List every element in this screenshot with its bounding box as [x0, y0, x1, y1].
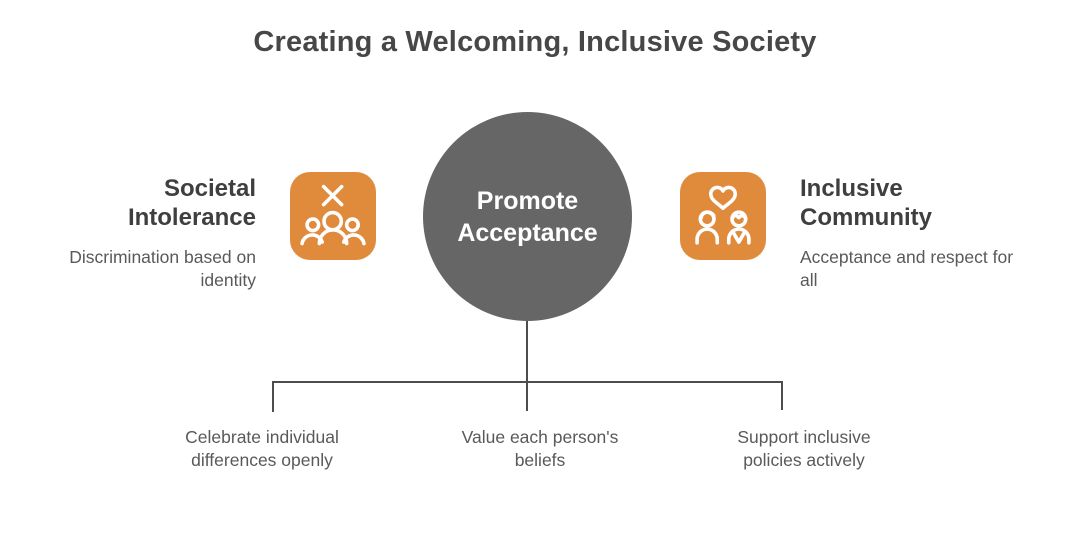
- left-node-description: Discrimination based on identity: [69, 247, 256, 290]
- connector-right-drop-line: [781, 381, 783, 410]
- branch-label-2: Value each person's beliefs: [461, 427, 619, 470]
- inclusive-community-icon-box: [680, 172, 766, 260]
- couple-with-heart-icon: [687, 177, 759, 256]
- center-node-promote-acceptance: Promote Acceptance: [423, 112, 632, 321]
- page-title: Creating a Welcoming, Inclusive Society: [253, 26, 817, 58]
- connector-middle-drop-line: [526, 383, 528, 411]
- connector-left-drop-line: [272, 381, 274, 412]
- group-with-x-icon: [297, 177, 369, 256]
- societal-intolerance-icon-box: [290, 172, 376, 260]
- right-node-heading: Inclusive Community: [800, 175, 932, 231]
- center-node-label: Promote Acceptance: [457, 186, 598, 247]
- connector-stem-line: [526, 321, 528, 383]
- branch-label-3: Support inclusive policies actively: [737, 427, 871, 470]
- branch-label-1: Celebrate individual differences openly: [185, 427, 339, 470]
- left-node-heading: Societal Intolerance: [127, 175, 256, 231]
- right-node-description: Acceptance and respect for all: [800, 247, 1014, 290]
- connector-horizontal-line: [272, 381, 783, 383]
